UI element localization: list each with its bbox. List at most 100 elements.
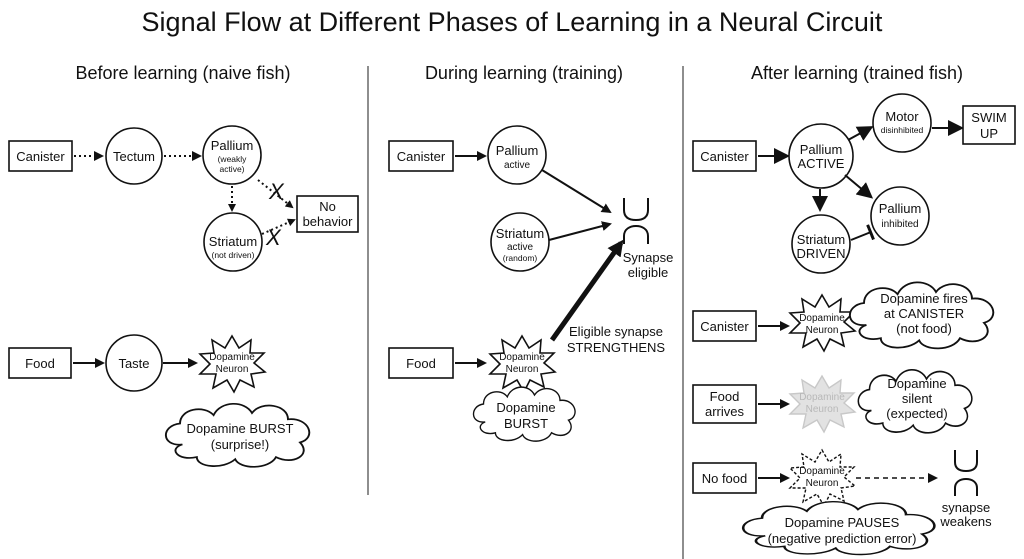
after-motor-state: disinhibited	[881, 125, 924, 135]
before-dopamine-line2: Neuron	[216, 364, 249, 375]
during-striatum-note: (random)	[503, 253, 538, 263]
before-pallium-node: Pallium (weakly active)	[202, 125, 262, 185]
before-arrow-pallium-nobehavior	[257, 179, 294, 209]
after-row3-food-line2: arrives	[705, 404, 745, 419]
before-no-behavior-node: No behavior	[296, 195, 359, 233]
during-synapse-line1: Synapse	[623, 250, 674, 265]
page-title: Signal Flow at Different Phases of Learn…	[142, 7, 883, 37]
after-row2-cloud: Dopamine fires at CANISTER (not food)	[848, 281, 995, 350]
after-arrow-pallium-motor	[847, 126, 874, 141]
during-pallium-state: active	[504, 160, 531, 171]
after-pallium-inhibited-node: Pallium inhibited	[870, 186, 930, 246]
during-strengthens-line2: STRENGTHENS	[567, 340, 666, 355]
after-row4-no-food-label: No food	[702, 471, 748, 486]
after-swim-up-node: SWIM UP	[962, 105, 1016, 145]
after-row3-food-arrives-node: Food arrives	[692, 384, 757, 424]
during-dopamine-line2: Neuron	[506, 364, 539, 375]
after-row2-cloud-line2: at CANISTER	[884, 306, 964, 321]
after-canister-label: Canister	[700, 149, 749, 164]
after-swim-up-line2: UP	[980, 126, 998, 141]
before-pallium-state-1: (weakly	[218, 154, 248, 164]
after-row2-canister-node: Canister	[692, 310, 757, 342]
after-pallium-active-state: ACTIVE	[798, 156, 845, 171]
before-dopamine-neuron: Dopamine Neuron	[199, 335, 266, 393]
after-row4-dopamine-line1: Dopamine	[799, 466, 845, 477]
after-row4-dopamine-line2: Neuron	[806, 478, 839, 489]
during-synapse-line2: eligible	[628, 265, 668, 280]
before-no-behavior-line2: behavior	[303, 214, 354, 229]
panel-before-heading: Before learning (naive fish)	[75, 63, 290, 83]
during-pallium-label: Pallium	[496, 143, 539, 158]
after-pallium-active-node: Pallium ACTIVE	[788, 123, 854, 189]
before-burst-line1: Dopamine BURST	[187, 421, 294, 436]
before-tectum-node: Tectum	[105, 127, 163, 185]
blocked-x-icon: X	[268, 179, 285, 204]
before-canister-node: Canister	[8, 140, 73, 172]
before-food-label: Food	[25, 356, 55, 371]
after-row3-cloud: Dopamine silent (expected)	[857, 368, 973, 434]
after-row4-cloud-line2: (negative prediction error)	[768, 531, 917, 546]
after-row3-dopamine-line1: Dopamine	[799, 392, 845, 403]
before-striatum-node: Striatum (not driven)	[203, 212, 263, 272]
during-strengthens-line1: Eligible synapse	[569, 324, 663, 339]
after-row4-no-food-node: No food	[692, 462, 757, 494]
after-row2-cloud-line3: (not food)	[896, 321, 952, 336]
after-row4-synapse-line2: weakens	[939, 514, 992, 529]
after-row2-dopamine-line1: Dopamine	[799, 313, 845, 324]
after-motor-node: Motor disinhibited	[872, 93, 932, 153]
after-row2-dopamine-neuron: Dopamine Neuron	[789, 294, 856, 352]
after-row4-dopamine-neuron: Dopamine Neuron	[789, 449, 856, 507]
before-pallium-label: Pallium	[211, 138, 254, 153]
during-striatum-node: Striatum active (random)	[490, 212, 550, 272]
after-row2-canister-label: Canister	[700, 319, 749, 334]
panel-after: After learning (trained fish) Canister P…	[692, 63, 1016, 556]
after-row3-dopamine-neuron: Dopamine Neuron	[789, 375, 856, 433]
before-burst-line2: (surprise!)	[211, 437, 270, 452]
after-pallium-inhibited-label: Pallium	[879, 201, 922, 216]
after-row3-cloud-line1: Dopamine	[887, 376, 946, 391]
before-tectum-label: Tectum	[113, 149, 155, 164]
after-row3-food-line1: Food	[710, 389, 740, 404]
before-burst-cloud: Dopamine BURST (surprise!)	[164, 402, 311, 468]
during-arrow-dopamine-synapse	[549, 239, 624, 342]
after-striatum-label: Striatum	[797, 232, 845, 247]
before-arrow-striatum-nobehavior	[261, 218, 296, 235]
after-pallium-inhibited-state: inhibited	[881, 219, 918, 230]
during-burst-line2: BURST	[504, 416, 548, 431]
before-striatum-label: Striatum	[209, 234, 257, 249]
during-arrow-pallium-synapse	[541, 169, 612, 214]
after-row2-dopamine-line2: Neuron	[806, 325, 839, 336]
during-pallium-node: Pallium active	[487, 125, 547, 185]
during-arrow-striatum-synapse	[548, 221, 612, 241]
after-row4-cloud-line1: Dopamine PAUSES	[785, 515, 900, 530]
before-taste-label: Taste	[118, 356, 149, 371]
after-row4-synapse-line1: synapse	[942, 500, 990, 515]
during-dopamine-neuron: Dopamine Neuron	[489, 335, 556, 393]
during-food-label: Food	[406, 356, 436, 371]
during-canister-label: Canister	[397, 149, 446, 164]
before-taste-node: Taste	[105, 334, 163, 392]
synapse-icon	[623, 198, 649, 244]
during-canister-node: Canister	[388, 140, 454, 172]
before-canister-label: Canister	[16, 149, 65, 164]
during-dopamine-line1: Dopamine	[499, 352, 545, 363]
after-motor-label: Motor	[885, 109, 919, 124]
after-striatum-node: Striatum DRIVEN	[791, 214, 851, 274]
during-striatum-state: active	[507, 242, 534, 253]
before-pallium-state-2: active)	[219, 164, 244, 174]
before-dopamine-line1: Dopamine	[209, 352, 255, 363]
after-arrow-pallium-pallium-inhibited	[844, 174, 874, 199]
before-food-node: Food	[8, 347, 72, 379]
after-row3-cloud-line2: silent	[902, 391, 933, 406]
during-striatum-label: Striatum	[496, 226, 544, 241]
after-row2-cloud-line1: Dopamine fires	[880, 291, 968, 306]
after-pallium-active-label: Pallium	[800, 142, 843, 157]
panel-after-heading: After learning (trained fish)	[751, 63, 963, 83]
after-row4-cloud: Dopamine PAUSES (negative prediction err…	[741, 500, 936, 556]
after-striatum-state: DRIVEN	[796, 246, 845, 261]
before-no-behavior-line1: No	[319, 199, 336, 214]
during-burst-cloud: Dopamine BURST	[472, 386, 576, 442]
after-inhibit-striatum-pallium	[850, 224, 875, 241]
before-striatum-state: (not driven)	[212, 250, 255, 260]
